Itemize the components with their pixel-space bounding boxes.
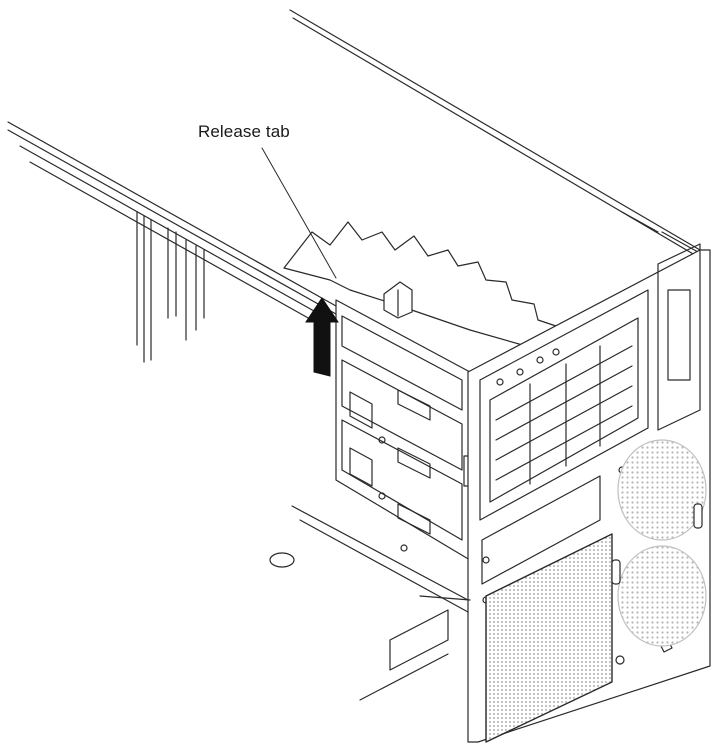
front-fan-grille-bottom (617, 545, 707, 647)
front-mesh-panel (485, 533, 613, 743)
front-latch-bottom (611, 559, 621, 585)
drive-cage (335, 299, 471, 561)
chassis-floor (269, 505, 471, 701)
front-latch-top (693, 503, 703, 529)
chassis-side-rail (7, 121, 337, 329)
callout-leader-line (261, 147, 337, 279)
release-tab-callout-label: Release tab (198, 122, 290, 141)
chassis-top-cover (289, 9, 701, 259)
release-tab (383, 281, 413, 319)
rear-brackets (136, 211, 205, 363)
release-tab-highlight-burst (283, 221, 561, 351)
front-fan-grille-top (617, 439, 707, 541)
up-arrow-icon (305, 297, 339, 377)
